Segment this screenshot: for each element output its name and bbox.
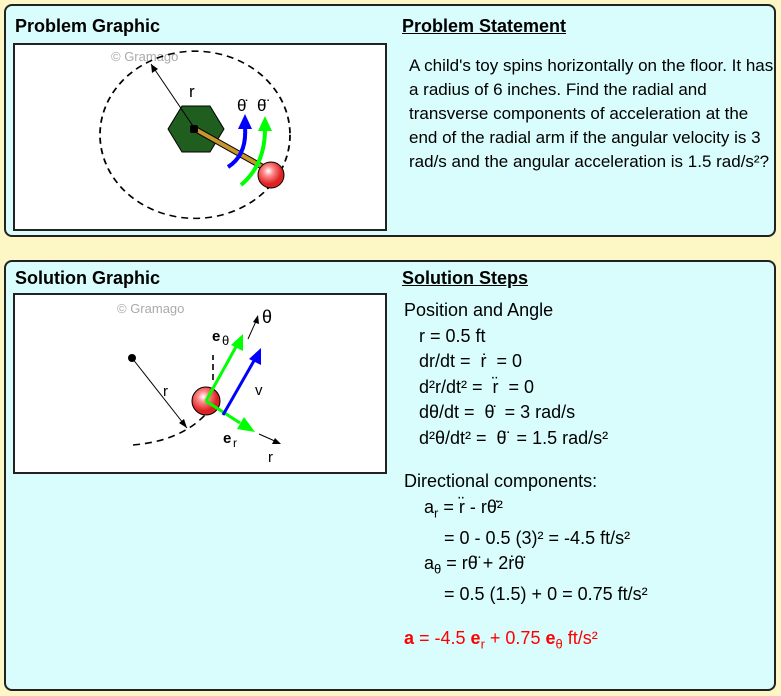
theta-dot-arrow: [226, 126, 248, 169]
label-e-theta: e: [212, 328, 220, 345]
e-theta-vector: [204, 344, 239, 402]
label-r-arm: r: [163, 383, 168, 400]
solution-steps-title: Solution Steps: [402, 268, 528, 288]
label-e-r: e: [223, 430, 231, 447]
label-e-theta-sub: θ: [222, 333, 229, 348]
step-line: dθ/dt = θ̇ = 3 rad/s: [404, 402, 576, 422]
step-line: dr/dt = ṙ = 0: [404, 351, 523, 371]
answer-er: e: [470, 627, 481, 648]
label-r: r: [189, 82, 195, 101]
at-symbol: a: [424, 553, 435, 574]
radius-line: [131, 357, 188, 429]
watermark: © Gramago: [111, 49, 178, 64]
answer-et: e: [545, 627, 556, 648]
ar-line: ar = r̈ - rθ̇²: [404, 495, 648, 526]
answer-a: a: [404, 627, 415, 648]
answer-unit: ft/s²: [562, 627, 598, 648]
label-e-r-sub: r: [233, 436, 237, 450]
radius-arrowhead: [151, 64, 158, 73]
label-theta-ddot: θ̈: [257, 96, 269, 115]
label-theta-dot: θ̇: [237, 96, 247, 115]
solution-panel: Solution Graphic Solution Steps © Gramag…: [4, 260, 776, 691]
answer-er-sub: r: [480, 636, 485, 652]
radius-line: [150, 63, 196, 130]
at-calc: = 0.5 (1.5) + 0 = 0.75 ft/s²: [404, 584, 648, 605]
problem-graphic: © Gramago r θ̇ θ̈: [13, 43, 387, 231]
theta-ddot-arrow: [239, 128, 267, 187]
solution-graphic-title: Solution Graphic: [15, 268, 161, 288]
step-line: d²r/dt² = r̈ = 0: [404, 376, 535, 397]
step-line: r = 0.5 ft: [404, 325, 486, 346]
label-v: v: [255, 382, 263, 399]
watermark: © Gramago: [117, 301, 184, 316]
problem-statement-title: Problem Statement: [402, 16, 567, 36]
final-answer: a = -4.5 er + 0.75 eθ ft/s²: [404, 626, 648, 657]
position-heading: Position and Angle: [404, 300, 554, 320]
ball: [257, 161, 285, 189]
label-theta: θ: [262, 307, 272, 327]
solution-graphic: © Gramago e θ θ r v e r r: [13, 293, 387, 474]
answer-part1: = -4.5: [414, 627, 471, 648]
at-formula: = rθ̈ + 2ṙθ̇: [441, 553, 525, 574]
problem-panel: Problem Graphic Problem Statement © Gram…: [4, 4, 776, 237]
step-line: d²θ/dt² = θ̈ = 1.5 rad/s²: [404, 427, 609, 448]
ar-symbol: a: [424, 496, 435, 517]
directional-heading: Directional components:: [404, 471, 598, 491]
solution-steps: Position and Angle r = 0.5 ft dr/dt = ṙ …: [404, 298, 648, 657]
ar-sub: r: [434, 505, 439, 521]
at-line: aθ = rθ̈ + 2ṙθ̇: [404, 551, 648, 582]
problem-statement: A child's toy spins horizontally on the …: [409, 56, 774, 171]
ar-formula: = r̈ - rθ̇²: [438, 496, 503, 517]
path-arc: [132, 414, 206, 446]
problem-graphic-title: Problem Graphic: [15, 16, 161, 36]
at-sub: θ: [434, 561, 442, 577]
answer-part2: + 0.75: [484, 627, 546, 648]
ar-calc: = 0 - 0.5 (3)² = -4.5 ft/s²: [404, 527, 631, 548]
label-r: r: [268, 449, 273, 466]
pivot: [190, 125, 198, 133]
velocity-vector: [221, 358, 257, 416]
answer-et-sub: θ: [555, 636, 563, 652]
